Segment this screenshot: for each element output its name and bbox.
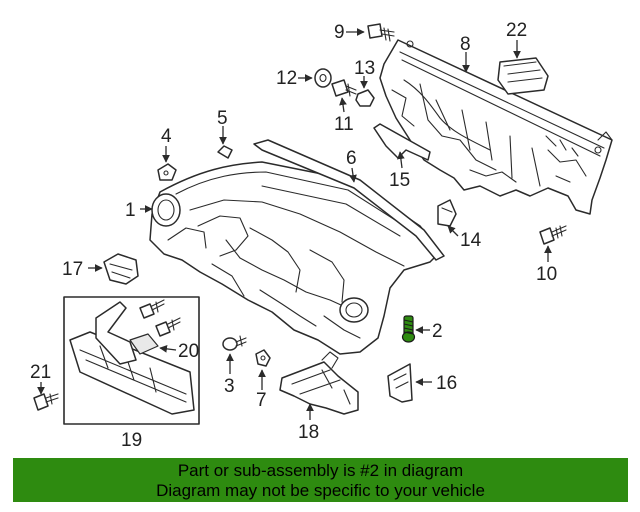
callout-16: 16 — [436, 373, 457, 394]
dashboard-panel — [149, 161, 441, 355]
washer-12 — [314, 68, 332, 88]
nut-13 — [355, 89, 375, 107]
info-banner: Part or sub-assembly is #2 in diagram Di… — [13, 458, 628, 502]
callout-19: 19 — [121, 430, 142, 451]
parts-diagram: 9 8 22 12 13 11 4 5 6 15 1 14 10 17 2 20… — [30, 20, 613, 451]
bolt-9 — [367, 23, 395, 42]
callout-14: 14 — [460, 230, 482, 251]
callout-1: 1 — [125, 200, 136, 221]
cross-car-beam — [379, 39, 613, 215]
callout-5: 5 — [217, 108, 228, 129]
bracket-15 — [373, 123, 431, 161]
clip-7 — [255, 349, 271, 367]
callout-labels: 9 8 22 12 13 11 4 5 6 15 1 14 10 17 2 20… — [30, 20, 557, 451]
callout-12: 12 — [276, 68, 297, 89]
callout-2: 2 — [432, 321, 443, 342]
callout-8: 8 — [460, 34, 471, 55]
leader-arrows — [37, 28, 552, 420]
bolt-21 — [33, 393, 59, 411]
callout-11: 11 — [334, 114, 354, 135]
callout-10: 10 — [536, 264, 557, 285]
callout-22: 22 — [506, 20, 527, 41]
banner-line-1: Part or sub-assembly is #2 in diagram — [177, 461, 464, 480]
banner-line-2: Diagram may not be specific to your vehi… — [156, 481, 485, 500]
callout-21: 21 — [30, 362, 51, 383]
clip-5 — [217, 145, 233, 159]
screws-20 — [139, 299, 181, 337]
callout-3: 3 — [224, 376, 235, 397]
callout-9: 9 — [334, 22, 345, 43]
callout-18: 18 — [298, 422, 319, 443]
callout-7: 7 — [256, 390, 267, 411]
vent-17 — [103, 253, 139, 285]
callout-17: 17 — [62, 259, 83, 280]
callout-4: 4 — [161, 126, 172, 147]
callout-15: 15 — [389, 170, 410, 191]
bolt-2-highlight — [401, 315, 416, 343]
callout-20: 20 — [178, 341, 199, 362]
trim-strip — [253, 139, 445, 261]
module-22 — [497, 57, 549, 95]
screw-3 — [222, 335, 247, 351]
panel-16 — [387, 363, 413, 403]
bolt-10 — [539, 225, 567, 245]
callout-6: 6 — [346, 148, 357, 169]
callout-13: 13 — [354, 58, 375, 79]
clip-14 — [437, 199, 457, 227]
under-cover-18 — [279, 351, 359, 415]
glove-box-outline — [63, 296, 200, 425]
clip-4 — [157, 163, 177, 181]
bolt-11 — [331, 79, 357, 97]
